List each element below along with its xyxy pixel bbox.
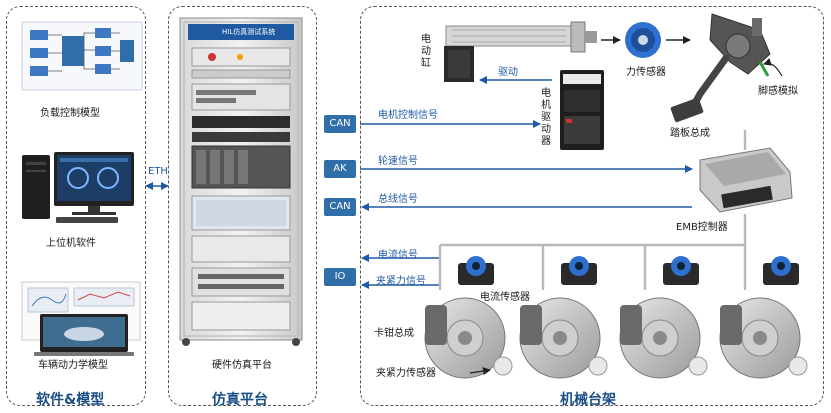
current-sensor-3 (663, 256, 699, 285)
current-sensor-1 (458, 256, 494, 285)
pedal-feel-arrow (763, 57, 783, 77)
pedal-assembly-label: 踏板总成 (670, 128, 710, 139)
load-control-model-label: 负载控制模型 (40, 108, 100, 119)
current-sensor-2 (561, 256, 597, 285)
ak-tag: AK (324, 160, 356, 178)
bus-network-lines (438, 130, 747, 290)
software-panel (6, 6, 146, 406)
wheel-speed-signal-label: 轮速信号 (378, 156, 418, 167)
host-software-label: 上位机软件 (46, 238, 96, 249)
emb-controller-image (699, 147, 793, 213)
hil-cabinet-image (179, 17, 303, 346)
io-tag: IO (324, 268, 356, 286)
vehicle-dynamics-model-label: 车辆动力学模型 (38, 360, 108, 371)
vehicle-dynamics-model-image (21, 281, 141, 356)
can-tag-1: CAN (324, 115, 356, 133)
platform-panel (168, 6, 317, 406)
caliper-assembly-label: 卡钳总成 (374, 328, 414, 339)
brake-disc-assembly-2 (519, 297, 608, 379)
electric-cylinder-label: 电动缸 (421, 34, 431, 69)
cabinet-label: 硬件仿真平台 (212, 360, 272, 371)
cabinet-header-text: HIL仿真测试系统 (222, 28, 276, 36)
eth-label: ETH (148, 166, 168, 177)
force-sensor-label: 力传感器 (626, 67, 666, 78)
motor-control-signal-label: 电机控制信号 (378, 110, 438, 121)
motor-driver-label: 电机驱动器 (541, 88, 551, 147)
force-sensor-image (625, 22, 661, 58)
load-control-model-image (21, 21, 143, 91)
can-tag-2: CAN (324, 198, 356, 216)
current-sensor-label: 电流传感器 (480, 292, 530, 303)
clamp-sensor-label: 夹紧力传感器 (376, 368, 436, 379)
platform-section-title: 仿真平台 (212, 392, 268, 408)
host-software-image (22, 152, 134, 223)
drive-label: 驱动 (498, 67, 518, 78)
clamp-force-signal-label: 夹紧力信号 (376, 276, 426, 287)
brake-disc-assembly-1 (424, 297, 513, 379)
bus-signal-label: 总线信号 (378, 194, 418, 205)
pedal-assembly-image (670, 13, 771, 123)
brake-disc-assembly-4 (719, 297, 808, 379)
software-section-title: 软件&模型 (36, 392, 105, 408)
current-sensor-4 (763, 256, 799, 285)
brake-disc-assembly-3 (619, 297, 708, 379)
mechanical-section-title: 机械台架 (560, 392, 616, 408)
motor-driver-image (560, 70, 604, 150)
emb-controller-label: EMB控制器 (676, 222, 728, 233)
mechanical-panel (360, 6, 824, 406)
electric-cylinder-image (444, 21, 597, 82)
clamp-sensor-pointer-arrow (469, 367, 491, 375)
current-signal-label: 电流信号 (378, 250, 418, 261)
pedal-feel-label: 脚感模拟 (758, 86, 798, 97)
